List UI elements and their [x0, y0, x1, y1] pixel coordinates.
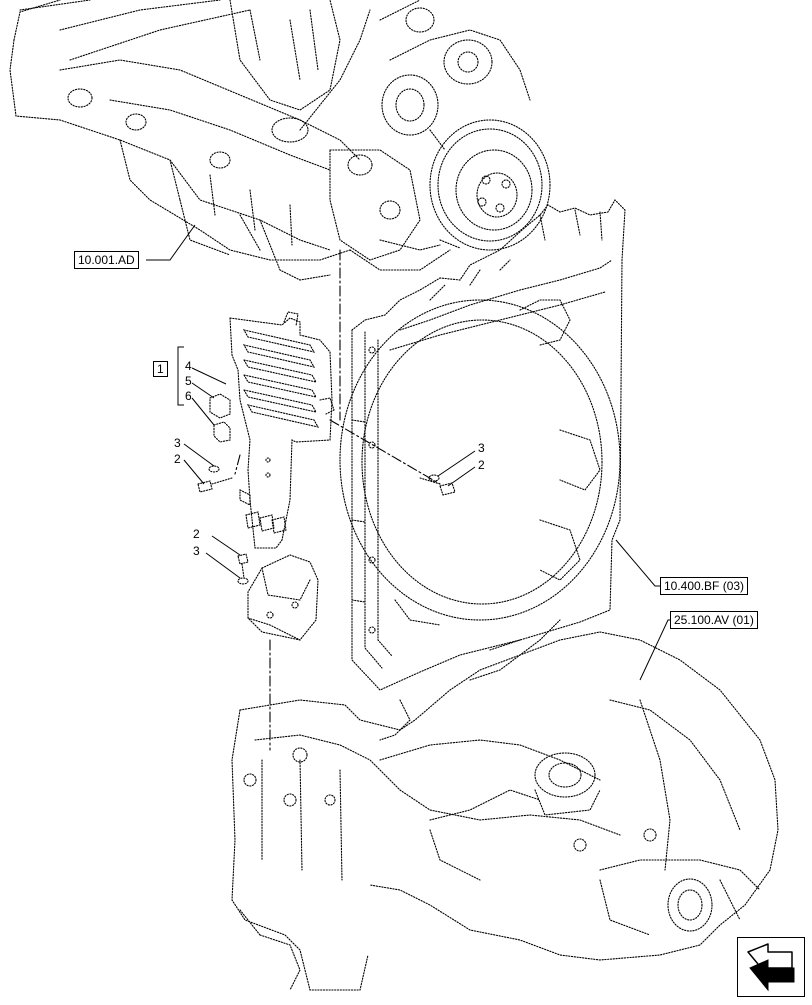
leader-item-6	[191, 397, 215, 426]
reference-engine[interactable]: 10.001.AD	[74, 251, 139, 269]
radiator-frame	[339, 199, 626, 691]
leader-right-washer	[437, 450, 476, 477]
kit-label: 1	[153, 361, 168, 377]
callout-upper-bolt: 2	[174, 452, 181, 466]
callout-lower-washer: 3	[193, 544, 200, 558]
callout-lower-bolt: 2	[193, 527, 200, 541]
view-direction-arrow-icon	[737, 937, 805, 997]
engine-assembly	[9, 0, 551, 281]
front-support	[231, 619, 779, 991]
callout-item-5: 5	[185, 374, 192, 388]
leader-right-bolt	[447, 466, 476, 487]
kit-bracket	[177, 346, 184, 406]
callout-right-washer: 3	[478, 441, 485, 455]
leader-lower-bolt	[211, 535, 241, 556]
leader-radiator	[615, 539, 660, 587]
reference-front-support[interactable]: 25.100.AV (01)	[670, 611, 758, 629]
alignment-lines	[234, 249, 441, 751]
leader-upper-washer	[183, 443, 215, 467]
callout-item-4: 4	[185, 359, 192, 373]
lower-bracket	[247, 554, 319, 641]
leader-item-4	[191, 367, 227, 385]
leader-upper-bolt	[183, 459, 205, 485]
kit-clips	[209, 393, 231, 443]
leader-lower-washer	[205, 552, 241, 579]
callout-upper-washer: 3	[174, 436, 181, 450]
fasteners	[197, 465, 456, 585]
leader-engine	[146, 224, 196, 261]
callout-right-bolt: 2	[478, 458, 485, 472]
callout-item-6: 6	[185, 389, 192, 403]
reference-radiator-frame[interactable]: 10.400.BF (03)	[660, 577, 749, 595]
leader-item-5	[191, 382, 215, 399]
guard-panel	[229, 311, 335, 549]
leader-support	[639, 619, 670, 681]
